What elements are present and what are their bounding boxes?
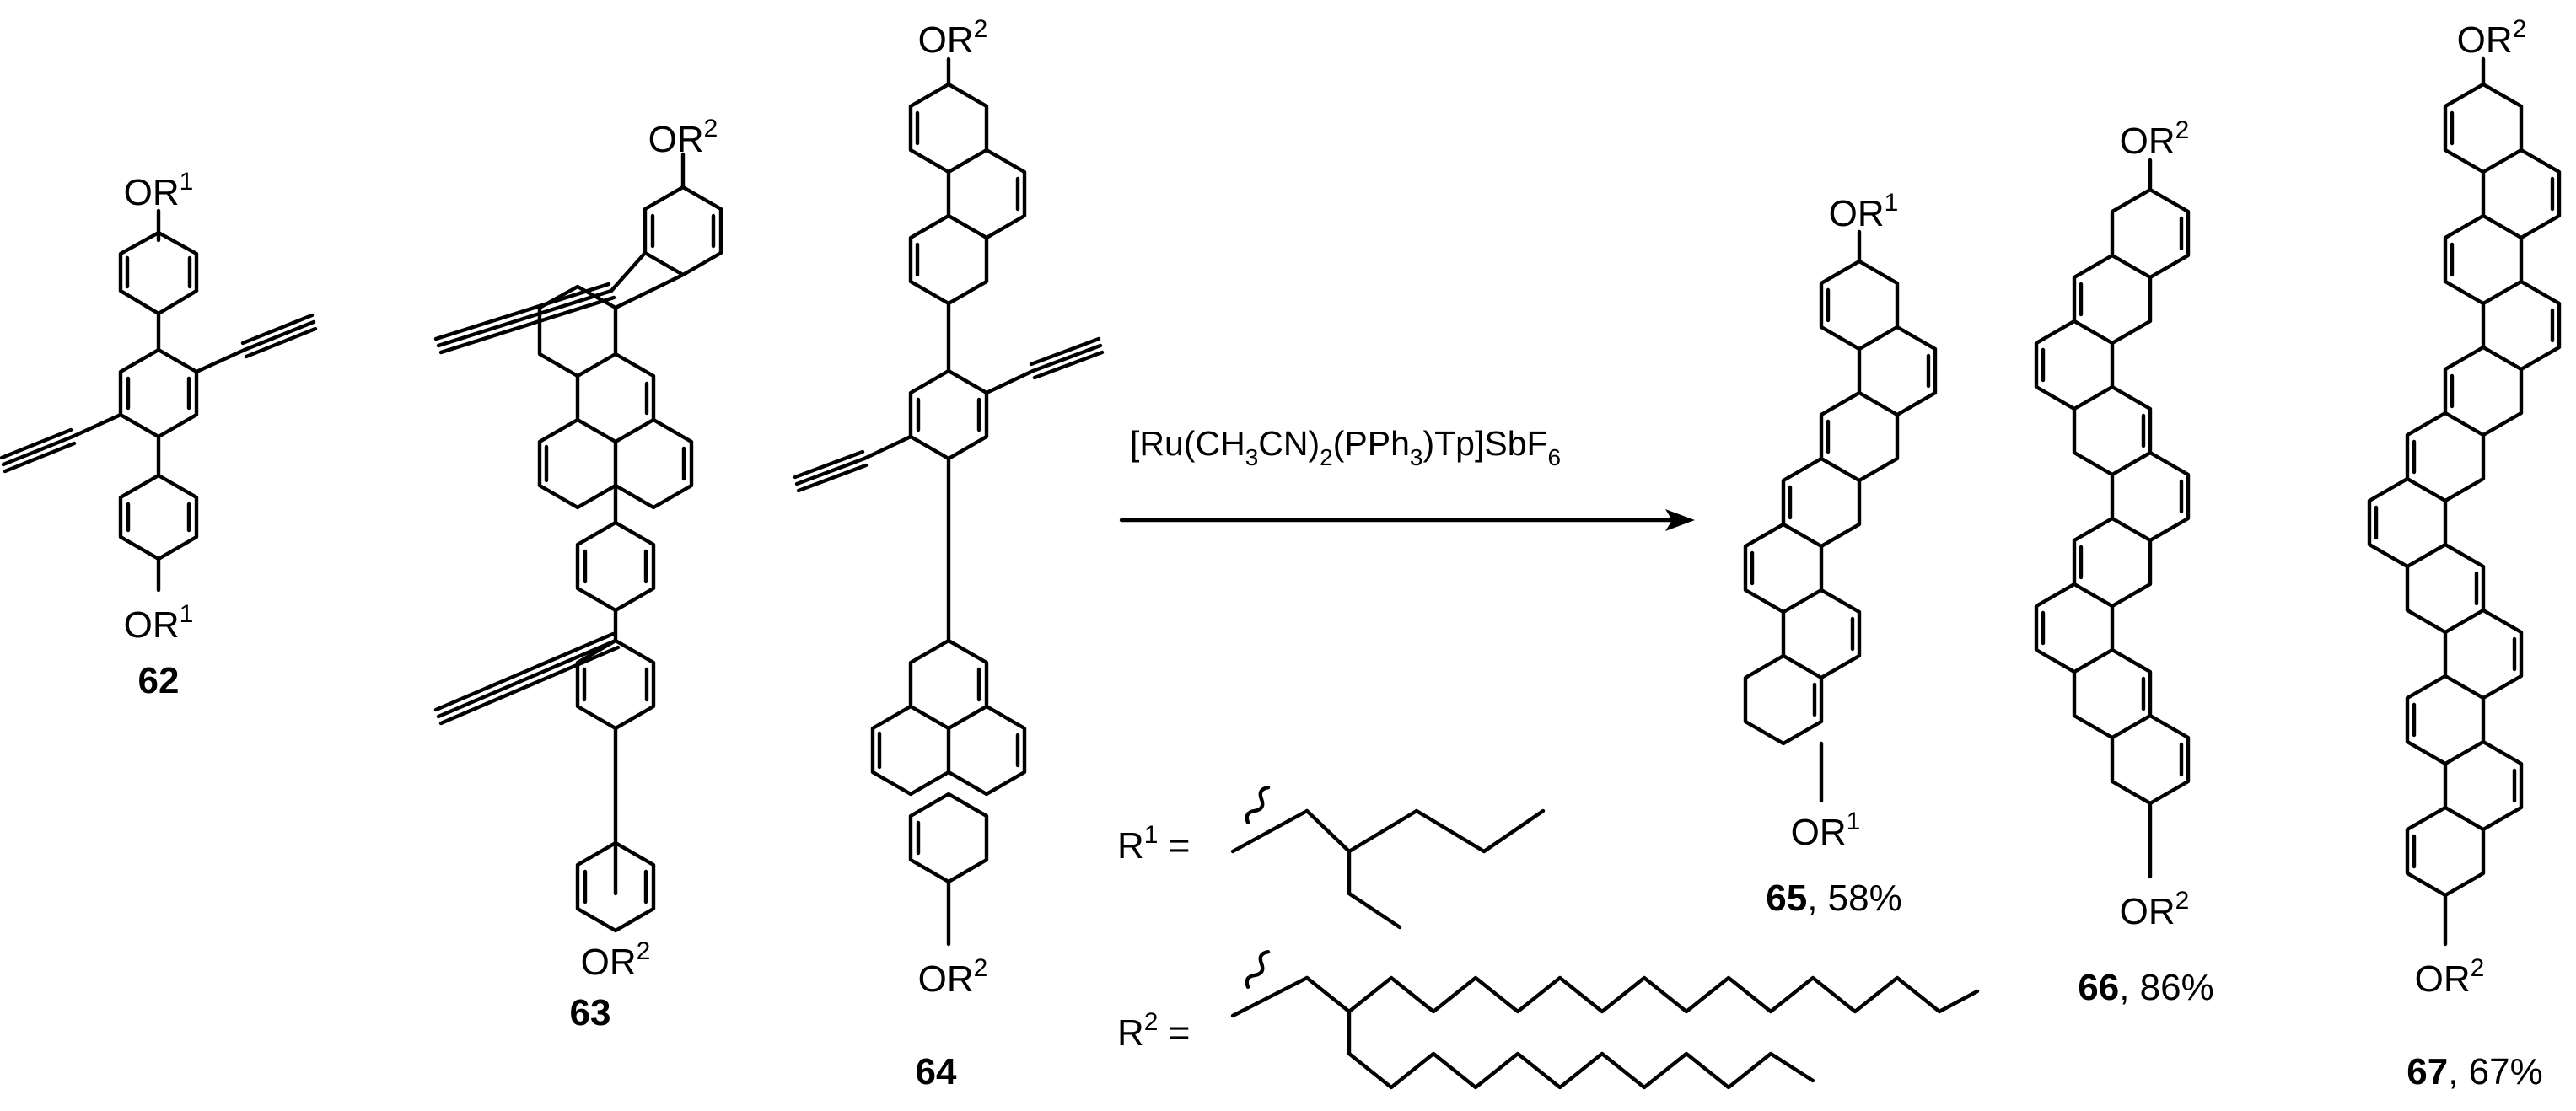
compound-66-structure <box>2034 158 2191 879</box>
r2-definition-label: R2 = <box>1117 1008 1190 1054</box>
compound-63-bottom-substituent: OR2 <box>581 937 651 983</box>
compound-65-bottom-substituent: OR1 <box>1791 808 1861 853</box>
compound-65-label: 65, 58% <box>1766 878 1901 919</box>
compound-67-bottom-substituent: OR2 <box>2415 954 2485 1000</box>
compound-63-top-substituent: OR2 <box>648 115 718 160</box>
compound-62-bottom-substituent: OR1 <box>124 600 194 646</box>
compound-62-label: 62 <box>138 660 180 701</box>
compound-64-label: 64 <box>916 1051 957 1092</box>
compound-66-label: 66, 86% <box>2078 967 2213 1008</box>
compound-67-structure <box>2367 56 2562 947</box>
compound-62-top-substituent: OR1 <box>124 168 194 213</box>
compound-64-top-substituent: OR2 <box>918 15 988 61</box>
compound-65-structure <box>1743 229 1938 803</box>
reaction-arrow <box>1119 509 1695 531</box>
compound-64-bottom-substituent: OR2 <box>918 954 988 1000</box>
reagent-label: [Ru(CH3CN)2(PPh3)Tp]SbF6 <box>1130 424 1561 470</box>
compound-64-structure <box>793 56 1105 947</box>
compound-65-top-substituent: OR1 <box>1829 189 1899 234</box>
compound-67-top-substituent: OR2 <box>2457 15 2527 61</box>
compound-66-top-substituent: OR2 <box>2120 116 2190 162</box>
compound-66-bottom-substituent: OR2 <box>2120 887 2190 932</box>
compound-62-structure <box>0 208 318 593</box>
compound-63-structure <box>433 152 723 933</box>
compound-67-label: 67, 67% <box>2407 1051 2542 1092</box>
r1-definition-label: R1 = <box>1117 821 1190 867</box>
r1-structure <box>1230 786 1546 930</box>
compound-63-label: 63 <box>570 992 611 1033</box>
r2-structure <box>1230 950 1980 1090</box>
